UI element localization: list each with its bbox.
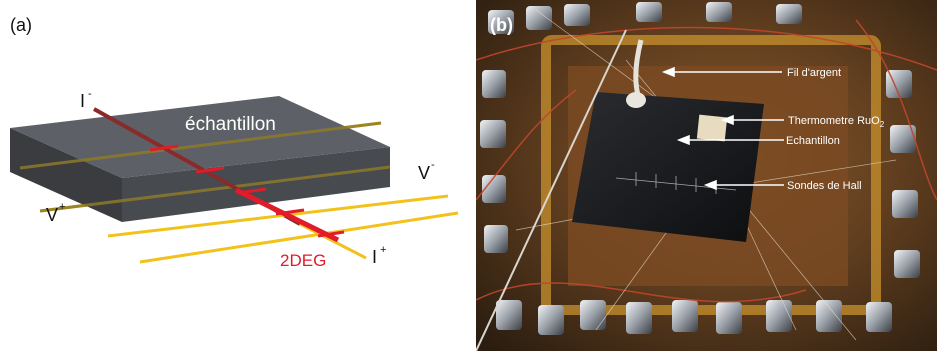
silver-wire xyxy=(633,39,644,96)
label-silver-wire: Fil d'argent xyxy=(787,67,841,79)
svg-text:I: I xyxy=(372,247,377,267)
thermometer-chip xyxy=(696,114,728,142)
svg-text:-: - xyxy=(88,88,92,100)
panel-a-label: (a) xyxy=(10,15,32,35)
bonding-pads xyxy=(480,2,920,335)
long-wire xyxy=(476,29,627,351)
wires-front xyxy=(107,194,459,264)
current-plus-label: I + xyxy=(372,244,386,267)
current-minus-label: I - xyxy=(80,88,92,111)
gold-frame xyxy=(541,35,881,315)
sample-label: échantillon xyxy=(185,114,276,135)
voltage-plus-label: V + xyxy=(46,201,65,225)
label-sample: Echantillon xyxy=(786,135,840,147)
current-wire-front xyxy=(299,222,367,260)
silver-contact xyxy=(626,92,646,108)
slab-front-face xyxy=(10,128,122,222)
svg-text:+: + xyxy=(380,244,386,256)
annotation-arrows xyxy=(661,66,784,191)
contact-marks xyxy=(149,144,345,238)
svg-text:V: V xyxy=(46,205,58,225)
svg-text:V: V xyxy=(418,163,430,183)
photo-panel: (b) Fil d'argent Thermometre RuO2 Echant… xyxy=(476,0,937,351)
voltage-wire-front-2 xyxy=(139,211,459,264)
svg-text:+: + xyxy=(59,201,65,213)
2deg-channel xyxy=(234,187,340,243)
svg-text:I: I xyxy=(80,91,85,111)
copper-wires xyxy=(476,19,937,303)
label-hall-probes: Sondes de Hall xyxy=(787,180,862,192)
sample-chip xyxy=(572,92,764,242)
gas-label: 2DEG xyxy=(280,251,326,270)
voltage-wire-front-1 xyxy=(107,194,449,238)
voltage-minus-label: V - xyxy=(418,159,435,183)
sample-slab: échantillon xyxy=(10,96,391,226)
label-thermometer: Thermometre RuO2 xyxy=(788,115,885,129)
panel-b-label: (b) xyxy=(490,15,513,35)
schematic-panel: échantillon (a) 2DEG I - I + V - V + xyxy=(10,15,459,270)
svg-text:-: - xyxy=(431,159,435,171)
